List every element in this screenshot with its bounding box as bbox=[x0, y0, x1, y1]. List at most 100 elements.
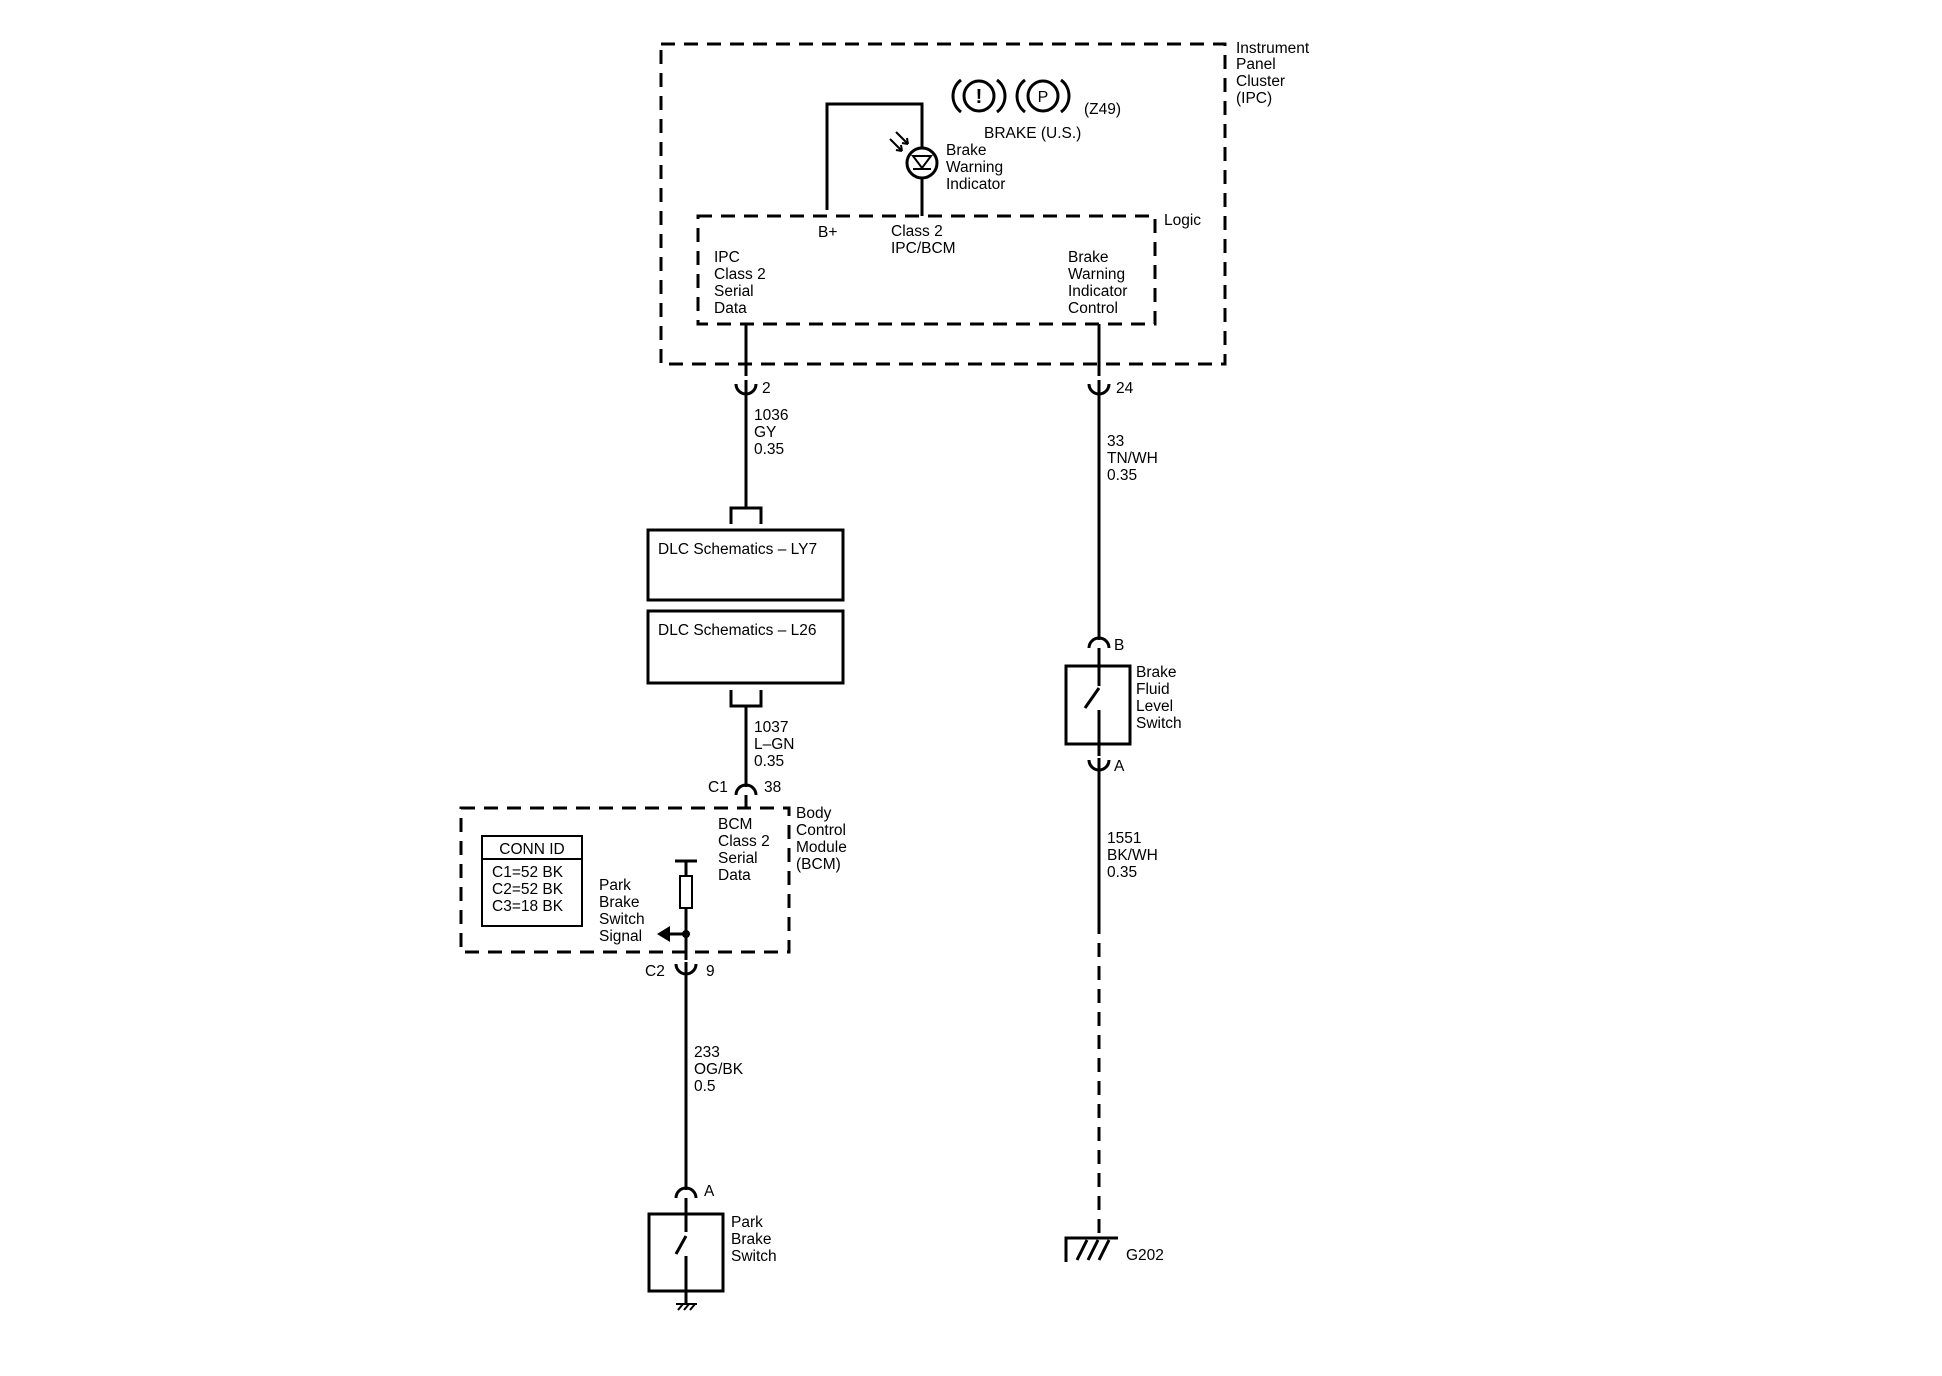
svg-text:33: 33 bbox=[1107, 433, 1124, 450]
dlc-l26-box bbox=[646, 609, 845, 685]
svg-text:C1=52 BK: C1=52 BK bbox=[492, 864, 564, 881]
svg-text:Module: Module bbox=[796, 839, 847, 856]
pin-fluid-a: A bbox=[1114, 758, 1125, 775]
brake-fluid-switch-icon bbox=[1083, 666, 1101, 744]
class2-ipc-bcm-label: Class 2 IPC/BCM bbox=[891, 223, 956, 257]
svg-text:0.35: 0.35 bbox=[754, 753, 784, 770]
svg-text:0.35: 0.35 bbox=[1107, 467, 1137, 484]
svg-text:1037: 1037 bbox=[754, 719, 788, 736]
svg-text:1551: 1551 bbox=[1107, 830, 1141, 847]
pin-park-a: A bbox=[704, 1183, 715, 1200]
svg-text:Indicator: Indicator bbox=[946, 176, 1005, 193]
svg-text:Park: Park bbox=[731, 1214, 763, 1231]
svg-text:Body: Body bbox=[796, 805, 832, 822]
svg-text:Instrument: Instrument bbox=[1236, 40, 1310, 57]
dlc-l26-label: DLC Schematics – L26 bbox=[658, 622, 817, 639]
indicator-label: Brake Warning Indicator bbox=[946, 142, 1005, 193]
park-brake-ground-icon bbox=[676, 1296, 697, 1311]
conn-c2-label: C2 bbox=[645, 963, 665, 980]
svg-text:Class 2: Class 2 bbox=[714, 266, 766, 283]
svg-text:0.35: 0.35 bbox=[754, 441, 784, 458]
svg-text:233: 233 bbox=[694, 1044, 720, 1061]
svg-text:Park: Park bbox=[599, 877, 631, 894]
ground-g202-label: G202 bbox=[1126, 1247, 1164, 1264]
bplus-label: B+ bbox=[818, 224, 837, 241]
svg-text:Brake: Brake bbox=[946, 142, 987, 159]
svg-text:TN/WH: TN/WH bbox=[1107, 450, 1158, 467]
ground-g202-icon bbox=[1064, 1236, 1118, 1262]
brake-fluid-switch-label: Brake Fluid Level Switch bbox=[1136, 664, 1182, 732]
option-code: (Z49) bbox=[1084, 101, 1121, 118]
svg-text:C2=52 BK: C2=52 BK bbox=[492, 881, 564, 898]
svg-text:(IPC): (IPC) bbox=[1236, 90, 1272, 107]
svg-text:Control: Control bbox=[796, 822, 846, 839]
connector-bcm-c1-icon bbox=[734, 783, 758, 796]
ipc-title: Instrument Panel Cluster (IPC) bbox=[1236, 40, 1310, 107]
conn-id-table: CONN ID C1=52 BK C2=52 BK C3=18 BK bbox=[481, 835, 583, 927]
svg-text:Serial: Serial bbox=[718, 850, 758, 867]
park-brake-signal-label: Park Brake Switch Signal bbox=[599, 877, 645, 945]
svg-text:Brake: Brake bbox=[731, 1231, 772, 1248]
svg-text:Brake: Brake bbox=[1068, 249, 1109, 266]
svg-text:Warning: Warning bbox=[1068, 266, 1125, 283]
pullup-resistor-icon bbox=[675, 859, 697, 936]
wire-1551-label: 1551 BK/WH 0.35 bbox=[1107, 830, 1158, 881]
svg-text:Class 2: Class 2 bbox=[718, 833, 770, 850]
dlc-bottom-connector-icon bbox=[729, 690, 763, 708]
svg-text:C3=18 BK: C3=18 BK bbox=[492, 898, 564, 915]
connector-fluid-b-icon bbox=[1087, 636, 1111, 649]
svg-text:Cluster: Cluster bbox=[1236, 73, 1285, 90]
conn-c1-label: C1 bbox=[708, 779, 728, 796]
logic-label: Logic bbox=[1164, 212, 1201, 229]
svg-text:BK/WH: BK/WH bbox=[1107, 847, 1158, 864]
svg-text:Warning: Warning bbox=[946, 159, 1003, 176]
pin-ipc-2: 2 bbox=[762, 380, 771, 397]
svg-text:Data: Data bbox=[714, 300, 747, 317]
bcm-serial-data-label: BCM Class 2 Serial Data bbox=[718, 816, 770, 884]
wire-233-label: 233 OG/BK 0.5 bbox=[694, 1044, 744, 1095]
bcm-outline bbox=[459, 806, 791, 954]
pin-c2-9: 9 bbox=[706, 963, 715, 980]
svg-text:BCM: BCM bbox=[718, 816, 752, 833]
svg-text:L–GN: L–GN bbox=[754, 736, 795, 753]
ipc-outline bbox=[659, 42, 1227, 366]
bcm-title: Body Control Module (BCM) bbox=[796, 805, 847, 873]
brake-warning-symbol-icon: ! bbox=[951, 78, 1007, 114]
svg-text:Switch: Switch bbox=[599, 911, 645, 928]
svg-text:Control: Control bbox=[1068, 300, 1118, 317]
brake-warning-indicator-icon bbox=[889, 131, 939, 180]
svg-text:CONN ID: CONN ID bbox=[499, 841, 564, 858]
signal-arrow-icon bbox=[657, 926, 686, 942]
svg-text:OG/BK: OG/BK bbox=[694, 1061, 744, 1078]
svg-text:Level: Level bbox=[1136, 698, 1173, 715]
ipc-logic-outline bbox=[696, 214, 1157, 326]
svg-text:P: P bbox=[1038, 89, 1049, 106]
bwi-control-label: Brake Warning Indicator Control bbox=[1068, 249, 1127, 317]
svg-text:!: ! bbox=[976, 86, 983, 108]
svg-text:Brake: Brake bbox=[599, 894, 640, 911]
dlc-ly7-label: DLC Schematics – LY7 bbox=[658, 541, 817, 558]
dlc-top-connector-icon bbox=[729, 506, 763, 524]
svg-text:Switch: Switch bbox=[1136, 715, 1182, 732]
svg-text:Serial: Serial bbox=[714, 283, 754, 300]
pin-fluid-b: B bbox=[1114, 637, 1124, 654]
connector-park-a-icon bbox=[674, 1186, 698, 1199]
svg-text:Brake: Brake bbox=[1136, 664, 1177, 681]
svg-text:(BCM): (BCM) bbox=[796, 856, 841, 873]
svg-text:Switch: Switch bbox=[731, 1248, 777, 1265]
svg-text:GY: GY bbox=[754, 424, 776, 441]
svg-text:Fluid: Fluid bbox=[1136, 681, 1170, 698]
svg-text:Signal: Signal bbox=[599, 928, 642, 945]
svg-text:0.5: 0.5 bbox=[694, 1078, 716, 1095]
dlc-ly7-box bbox=[646, 528, 845, 602]
wire-1036-label: 1036 GY 0.35 bbox=[754, 407, 788, 458]
svg-text:IPC: IPC bbox=[714, 249, 740, 266]
wire-1037-label: 1037 L–GN 0.35 bbox=[754, 719, 795, 770]
svg-text:0.35: 0.35 bbox=[1107, 864, 1137, 881]
svg-text:Class 2: Class 2 bbox=[891, 223, 943, 240]
pin-ipc-24: 24 bbox=[1116, 380, 1134, 397]
svg-text:Panel: Panel bbox=[1236, 56, 1276, 73]
park-symbol-icon: P bbox=[1015, 78, 1071, 114]
svg-text:Indicator: Indicator bbox=[1068, 283, 1127, 300]
